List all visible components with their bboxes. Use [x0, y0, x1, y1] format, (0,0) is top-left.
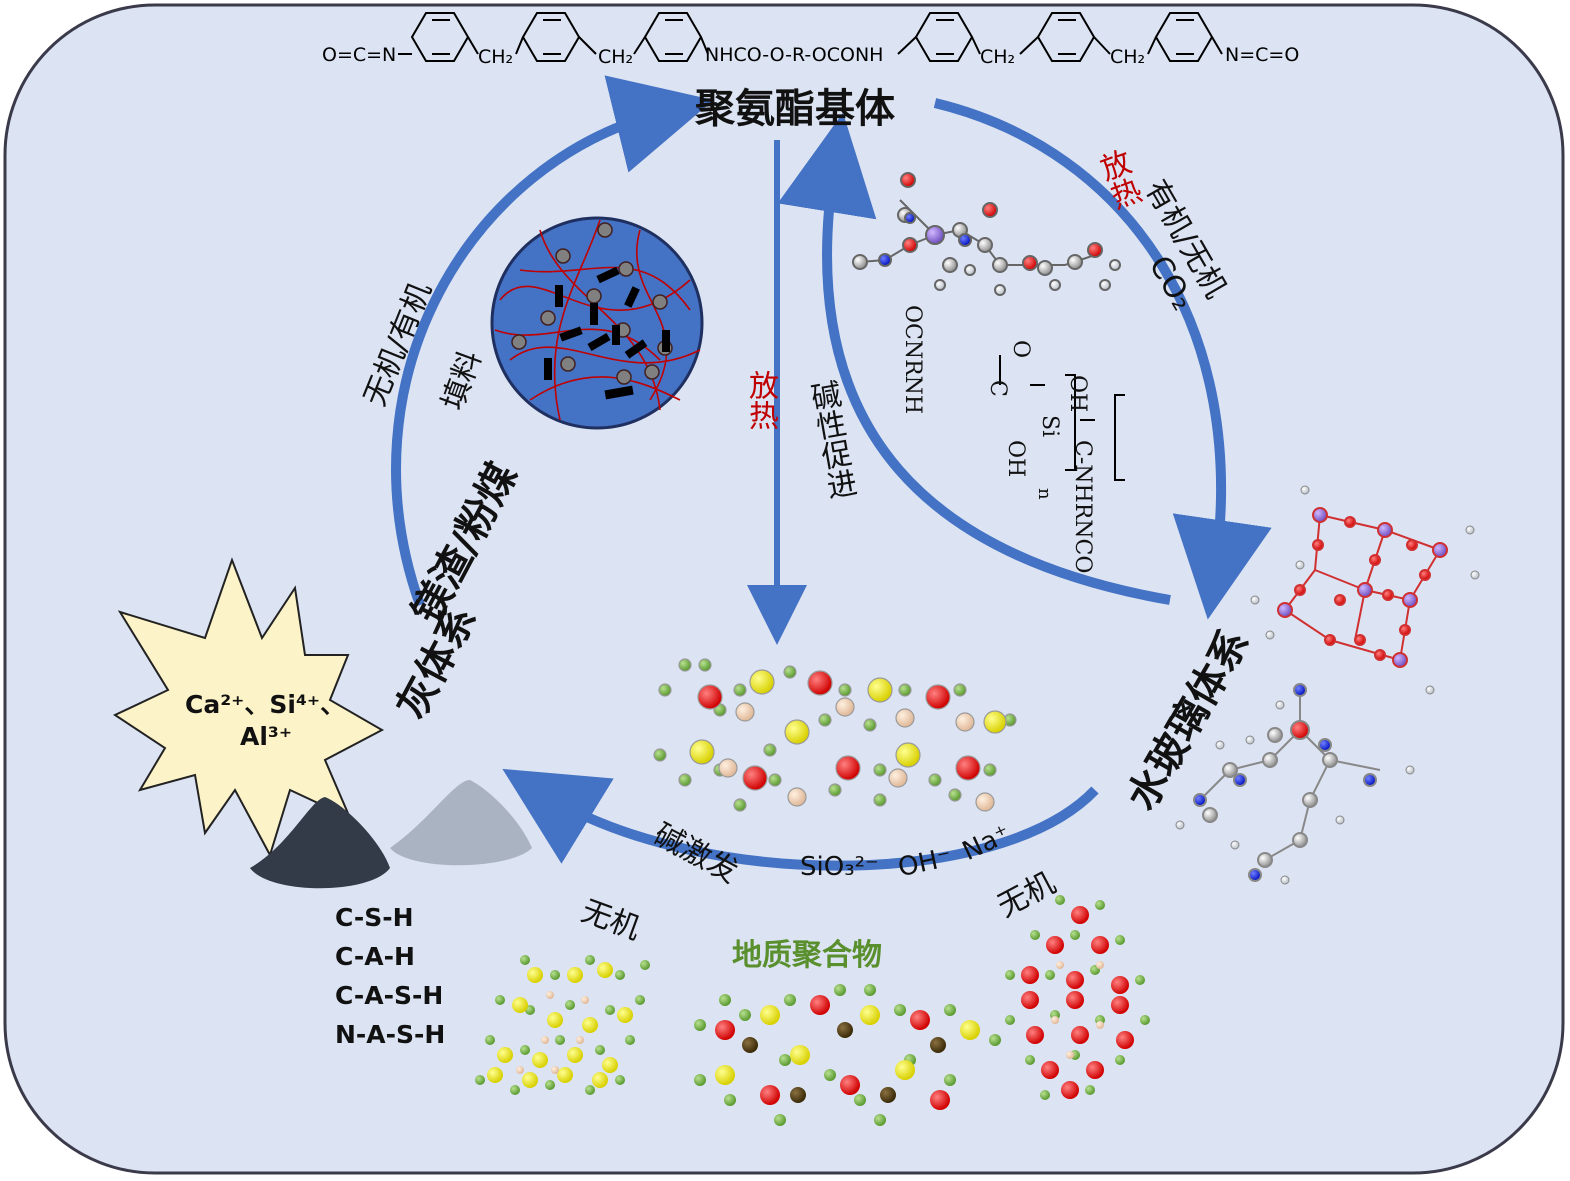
struct-nhrnco: C-NHRNCO	[1070, 440, 1095, 574]
label-silicate-ion: SiO₃²⁻	[800, 852, 879, 882]
struct-oh-top: OH	[1065, 375, 1090, 413]
arrow-top-to-right	[933, 98, 1272, 620]
formula-ch2-1: CH₂	[478, 46, 514, 68]
silicate-cage-molecule	[1250, 485, 1480, 695]
label-exothermic-center: 放热	[743, 370, 778, 430]
powder-piles	[250, 780, 532, 889]
struct-ocnrnh: OCNRNH	[900, 305, 925, 415]
arrow-bottom-to-left	[502, 768, 1099, 871]
phase-nash: N-A-S-H	[335, 1020, 446, 1049]
inorganic-crystal-right	[1005, 895, 1150, 1100]
polyurethane-silicate-structure	[999, 355, 1125, 481]
label-ions-line2: Al³⁺	[240, 722, 293, 751]
polyurethane-formula	[398, 12, 1223, 62]
struct-repeat-n: n	[1034, 488, 1055, 500]
formula-ch2-3: CH₂	[980, 46, 1016, 68]
amine-molecule	[1175, 683, 1415, 885]
filler-sphere	[490, 216, 704, 430]
formula-isocyanate-right: N=C=O	[1225, 44, 1300, 66]
struct-oh-bottom: OH	[1003, 440, 1028, 478]
formula-isocyanate-left: O=C=N	[322, 44, 397, 66]
arrow-right-to-top	[777, 112, 1171, 605]
formula-ch2-4: CH₂	[1110, 46, 1146, 68]
phase-cash: C-A-S-H	[335, 981, 444, 1010]
arrow-left-to-top	[391, 75, 714, 607]
label-ions-line1: Ca²⁺、Si⁴⁺、	[185, 690, 346, 719]
cycle-arrows	[391, 75, 1272, 871]
struct-si: Si	[1037, 415, 1062, 438]
inorganic-crystal-left	[475, 955, 650, 1095]
struct-c: C	[985, 380, 1010, 397]
phase-csh: C-S-H	[335, 903, 414, 932]
struct-carbonyl-o: O	[1008, 340, 1033, 359]
node-polyurethane-matrix: 聚氨酯基体	[695, 86, 895, 132]
phase-cah: C-A-H	[335, 942, 415, 971]
formula-ch2-2: CH₂	[598, 46, 634, 68]
geopolymer-bottom-molecule	[694, 984, 1001, 1126]
label-geopolymer: 地质聚合物	[732, 938, 882, 973]
formula-urethane-linkage: NHCO-O-R-OCONH	[705, 44, 884, 66]
organic-molecule-top	[852, 172, 1121, 296]
geopolymer-chain-molecule	[653, 658, 1017, 812]
